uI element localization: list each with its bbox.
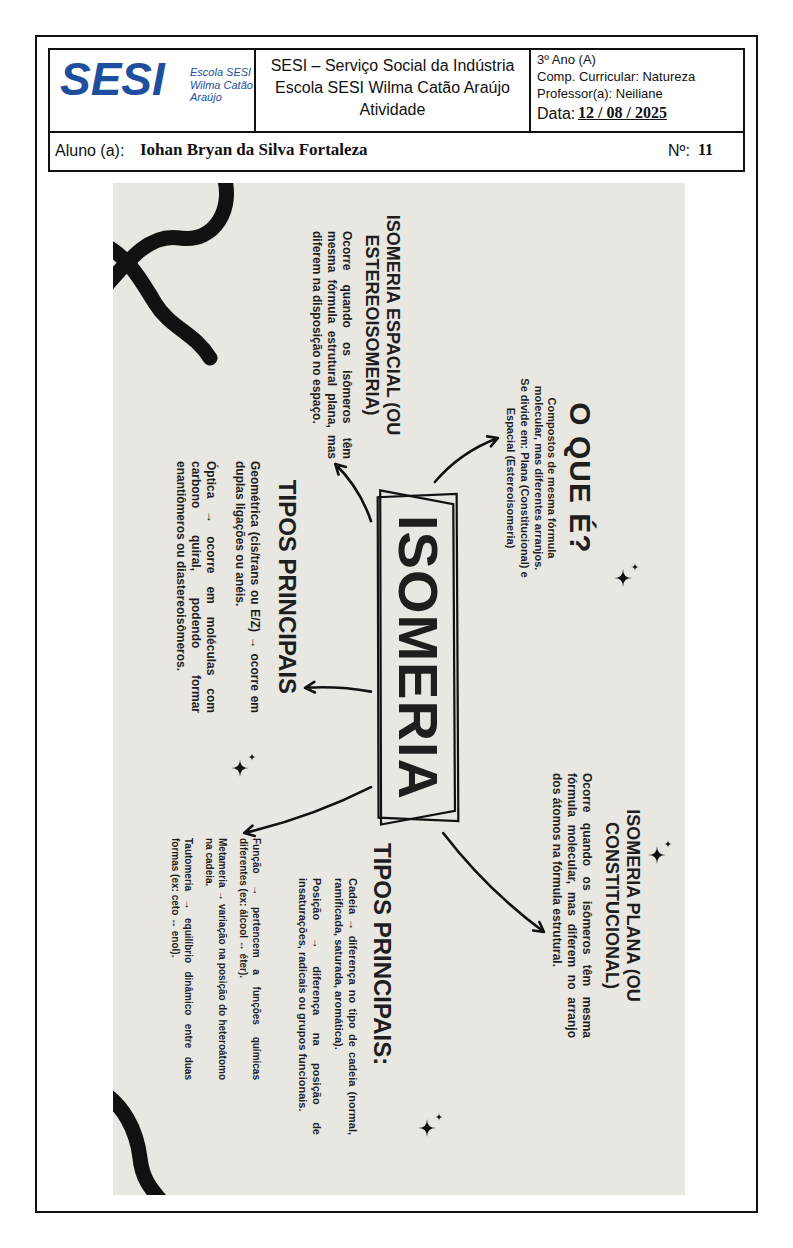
body-text: Função → pertencem a funções químicas di… — [237, 838, 263, 1080]
header-divider — [529, 48, 531, 132]
scribble-line — [380, 490, 455, 824]
section-heading: O QUE É? — [563, 378, 598, 578]
arrow-connector — [305, 682, 371, 693]
arrow-connector — [443, 833, 544, 932]
sparkle — [614, 563, 639, 587]
scribble-line — [378, 494, 459, 821]
types-list: Função → pertencem a funções químicas di… — [169, 838, 263, 1080]
student-label: Aluno (a): — [55, 141, 124, 160]
arrow-connector — [244, 787, 371, 836]
body-text: Compostos de mesma fórmula molecular, ma… — [504, 378, 559, 578]
body-text: Tautomeria → equilíbrio dinâmico entre d… — [169, 838, 195, 1080]
class-info: 3º Ano (A) — [537, 52, 596, 68]
date-value: 12 / 08 / 2025 — [578, 103, 667, 122]
number-label: Nº: — [668, 141, 690, 160]
central-title-box: ISOMERIA — [376, 487, 460, 828]
types-block: TIPOS PRINCIPAIS: Cadeia → diferença no t… — [296, 843, 395, 1135]
body-text: Ocorre quando os isômeros têm mesma fórm… — [549, 773, 594, 1038]
body-text: Óptica → ocorre em moléculas com carbono… — [173, 461, 218, 713]
school-heading: Escola SESI Wilma Catão Araújo — [257, 78, 528, 97]
central-title: ISOMERIA — [390, 515, 446, 800]
question-block: O QUE É?Compostos de mesma fórmula molec… — [504, 378, 598, 578]
types-block: TIPOS PRINCIPAIS Geométrica (cis/trans ou… — [173, 461, 300, 713]
date-label: Data: — [537, 104, 575, 123]
body-text: Posição → diferença na posição de insatu… — [296, 878, 324, 1135]
class-info: Comp. Curricular: Natureza — [537, 69, 695, 85]
body-text: Geométrica (cis/trans ou E/Z) → ocorre e… — [232, 461, 262, 713]
sparkle — [648, 840, 672, 864]
wave-stripe — [113, 243, 210, 358]
topic-block: ISOMERIA PLANA (OU CONSTITUCIONAL)Ocorre… — [549, 773, 643, 1038]
body-text: Metameria → variação na posição do heter… — [203, 838, 229, 1080]
school-heading: Atividade — [257, 100, 528, 119]
logo-wordmark: SESI — [60, 52, 165, 107]
arrow-connector — [335, 464, 371, 521]
mindmap-poster: O QUE É?Compostos de mesma fórmula molec… — [113, 183, 685, 1195]
section-heading: ISOMERIA ESPACIAL (OU ESTEREOISOMERIA) — [362, 191, 403, 459]
sparkle — [418, 1113, 443, 1137]
wave-stripe — [113, 1088, 163, 1195]
body-text: Ocorre quando os isômeros têm mesma fórm… — [309, 231, 354, 459]
body-text: Cadeia → diferença no tipo de cadeia (no… — [331, 878, 359, 1135]
student-name: Iohan Bryan da Silva Fortaleza — [140, 140, 368, 160]
topic-block: ISOMERIA ESPACIAL (OU ESTEREOISOMERIA)Oc… — [309, 191, 403, 459]
header-divider — [254, 48, 256, 132]
sparkle — [231, 753, 256, 777]
section-heading: TIPOS PRINCIPAIS — [274, 461, 300, 713]
section-heading: ISOMERIA PLANA (OU CONSTITUCIONAL) — [602, 773, 643, 1038]
class-info: Professor(a): Neiliane — [537, 86, 663, 102]
logo-subtitle: Escola SESI Wilma Catão Araújo — [190, 66, 256, 104]
school-heading: SESI – Serviço Social da Indústria — [257, 56, 528, 75]
section-heading: TIPOS PRINCIPAIS: — [369, 843, 395, 1135]
arrow-connector — [435, 436, 498, 482]
number-value: 11 — [698, 140, 713, 159]
header-rule — [48, 131, 745, 133]
